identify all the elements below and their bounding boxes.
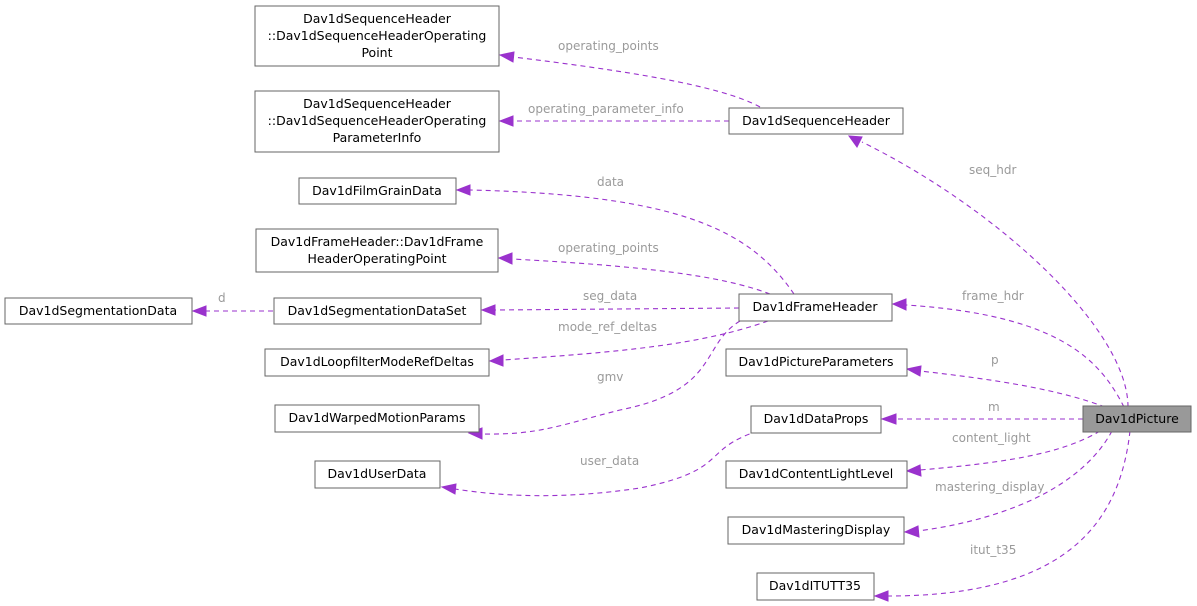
node-dav1dwarpedmotionparams[interactable]: Dav1dWarpedMotionParams: [274, 404, 480, 433]
node-dav1dframeheader[interactable]: Dav1dFrameHeader: [738, 293, 893, 322]
label-m: m: [988, 400, 1000, 414]
node-dav1ddataprops-label: Dav1dDataProps: [764, 411, 869, 426]
label-mastering-display: mastering_display: [935, 480, 1044, 494]
label-d: d: [218, 291, 226, 305]
node-dav1duserdata[interactable]: Dav1dUserData: [314, 460, 441, 489]
label-seq-hdr: seq_hdr: [969, 163, 1016, 177]
edge-user-data: [440, 430, 759, 497]
edge-seg-data: [480, 304, 740, 316]
edge-mode-ref-deltas: [488, 320, 769, 367]
label-operating-points-seq: operating_points: [558, 39, 659, 53]
edge-frame-hdr: [891, 298, 1125, 408]
edge-content-light: [905, 430, 1101, 477]
node-dav1duserdata-label: Dav1dUserData: [328, 466, 427, 481]
node-dav1dpictureparameters-label: Dav1dPictureParameters: [738, 354, 893, 369]
node-dav1dpicture[interactable]: Dav1dPicture: [1082, 405, 1192, 433]
node-seq-operating-point-line3: Point: [361, 45, 392, 60]
edge-seq-hdr: [847, 135, 1129, 408]
node-dav1ddataprops[interactable]: Dav1dDataProps: [750, 405, 882, 434]
label-seg-data: seg_data: [583, 289, 637, 303]
node-dav1dsegmentationdataset[interactable]: Dav1dSegmentationDataSet: [273, 297, 482, 325]
edge-data: [455, 184, 795, 295]
node-dav1dcontentlightlevel[interactable]: Dav1dContentLightLevel: [725, 460, 908, 489]
node-dav1dfilmgraindata-label: Dav1dFilmGrainData: [312, 183, 442, 198]
label-operating-points-frame: operating_points: [558, 241, 659, 255]
label-itut-t35: itut_t35: [970, 543, 1016, 557]
edge-p: [905, 365, 1106, 408]
node-dav1dfilmgraindata[interactable]: Dav1dFilmGrainData: [298, 177, 457, 205]
node-dav1dpicture-label: Dav1dPicture: [1095, 411, 1179, 426]
label-data: data: [597, 175, 624, 189]
node-dav1dcontentlightlevel-label: Dav1dContentLightLevel: [739, 466, 893, 481]
node-frame-header-operating-point-line1: Dav1dFrameHeader::Dav1dFrame: [271, 234, 484, 249]
node-seq-operating-point-line1: Dav1dSequenceHeader: [303, 11, 452, 26]
node-dav1dpictureparameters[interactable]: Dav1dPictureParameters: [725, 348, 908, 377]
node-dav1dmasteringdisplay[interactable]: Dav1dMasteringDisplay: [727, 516, 905, 545]
node-seq-operating-point[interactable]: Dav1dSequenceHeader ::Dav1dSequenceHeade…: [254, 5, 500, 67]
edge-d: [191, 305, 273, 317]
label-content-light: content_light: [952, 431, 1031, 445]
node-dav1dsequenceheader[interactable]: Dav1dSequenceHeader: [728, 107, 904, 135]
node-seq-operating-parameter-info-line1: Dav1dSequenceHeader: [303, 96, 452, 111]
label-frame-hdr: frame_hdr: [962, 289, 1024, 303]
node-dav1dituttt35-label: Dav1dITUTT35: [769, 578, 861, 593]
node-dav1dsegmentationdataset-label: Dav1dSegmentationDataSet: [288, 303, 467, 318]
node-dav1dloopfiltermoderefdeltas[interactable]: Dav1dLoopfilterModeRefDeltas: [264, 348, 490, 377]
node-seq-operating-parameter-info[interactable]: Dav1dSequenceHeader ::Dav1dSequenceHeade…: [254, 90, 500, 153]
node-dav1dwarpedmotionparams-label: Dav1dWarpedMotionParams: [289, 410, 466, 425]
edge-itut-t35: [873, 430, 1131, 602]
edge-mastering-display: [903, 430, 1113, 538]
node-dav1dloopfiltermoderefdeltas-label: Dav1dLoopfilterModeRefDeltas: [280, 354, 474, 369]
label-user-data: user_data: [580, 454, 639, 468]
node-frame-header-operating-point[interactable]: Dav1dFrameHeader::Dav1dFrame HeaderOpera…: [255, 228, 499, 273]
edge-operating-points-frame: [497, 252, 771, 295]
label-mode-ref-deltas: mode_ref_deltas: [558, 320, 657, 334]
edge-operating-parameter-info: [498, 115, 729, 127]
node-dav1dmasteringdisplay-label: Dav1dMasteringDisplay: [742, 522, 891, 537]
node-dav1dsegmentationdata-label: Dav1dSegmentationData: [19, 303, 177, 318]
node-dav1dituttt35[interactable]: Dav1dITUTT35: [756, 572, 875, 601]
node-dav1dframeheader-label: Dav1dFrameHeader: [752, 299, 878, 314]
node-seq-operating-parameter-info-line3: ParameterInfo: [333, 130, 422, 145]
node-dav1dsequenceheader-label: Dav1dSequenceHeader: [742, 113, 891, 128]
node-seq-operating-parameter-info-line2: ::Dav1dSequenceHeaderOperating: [268, 113, 487, 128]
edge-operating-points-seq: [498, 51, 761, 108]
label-operating-parameter-info: operating_parameter_info: [528, 102, 684, 116]
node-dav1dsegmentationdata[interactable]: Dav1dSegmentationData: [4, 297, 193, 325]
label-p: p: [991, 353, 999, 367]
node-frame-header-operating-point-line2: HeaderOperatingPoint: [307, 251, 446, 266]
edge-m: [880, 413, 1083, 425]
label-gmv: gmv: [597, 370, 623, 384]
node-seq-operating-point-line2: ::Dav1dSequenceHeaderOperating: [268, 28, 487, 43]
